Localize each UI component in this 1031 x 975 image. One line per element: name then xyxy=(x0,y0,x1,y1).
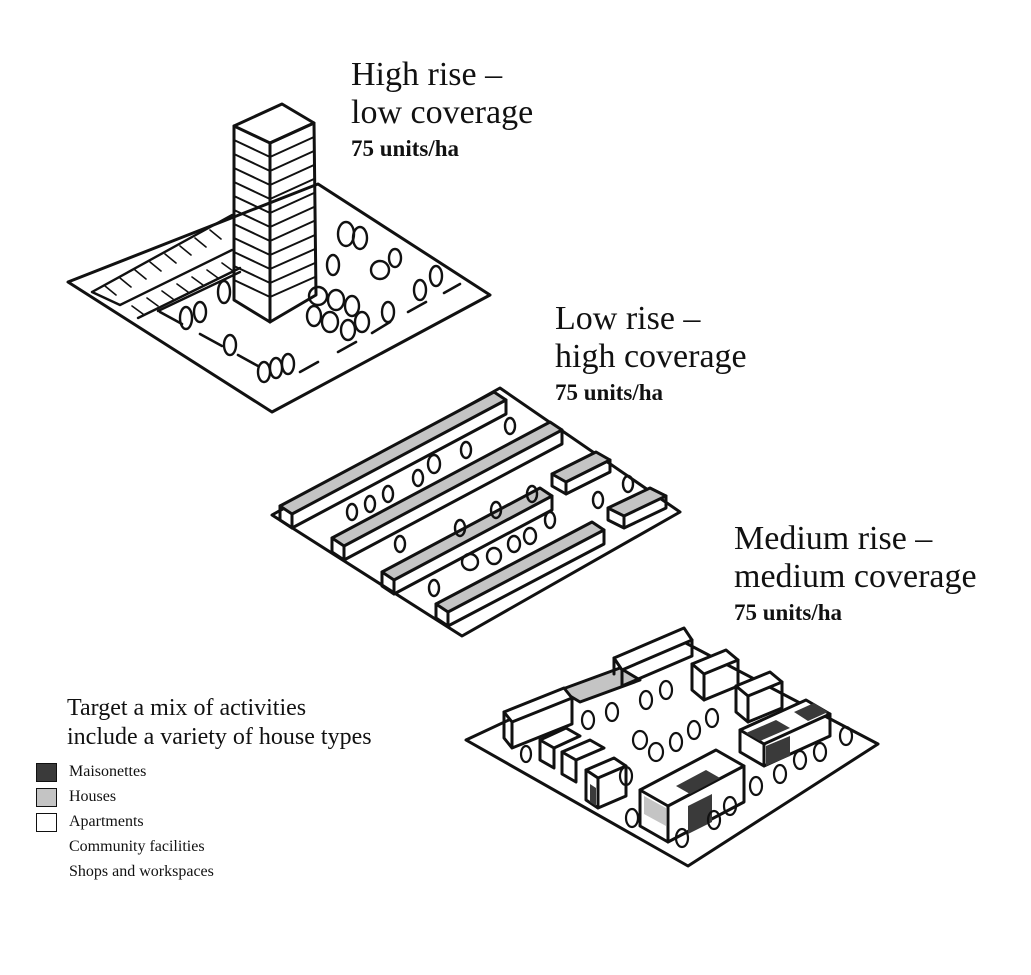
legend-item-shops-workspaces: Shops and workspaces xyxy=(36,860,372,885)
medium-rise-site xyxy=(464,626,880,868)
legend-label: Community facilities xyxy=(69,838,205,856)
swatch-houses xyxy=(36,787,57,807)
legend-label: Shops and workspaces xyxy=(69,863,214,881)
title-line-2: high coverage xyxy=(555,338,747,376)
swatch-empty xyxy=(36,838,57,857)
title-line-2: medium coverage xyxy=(734,558,977,596)
swatch-apartments xyxy=(36,812,57,832)
density-value: 75 units/ha xyxy=(351,136,460,162)
legend-item-community-facilities: Community facilities xyxy=(36,835,372,860)
legend-list: Maisonettes Houses Apartments Community … xyxy=(36,760,372,885)
title-line-2: low coverage xyxy=(351,94,534,132)
title-line-1: High rise – xyxy=(351,56,503,93)
legend-label: Apartments xyxy=(69,813,144,831)
low-rise-site xyxy=(270,386,682,638)
legend-label: Houses xyxy=(69,788,117,806)
label-medium-rise: Medium rise – medium coverage 75 units/h… xyxy=(734,520,977,626)
legend-heading-line-1: Target a mix of activities xyxy=(67,695,307,721)
label-high-rise: High rise – low coverage 75 units/ha xyxy=(351,56,533,162)
density-value: 75 units/ha xyxy=(734,600,843,626)
legend-heading-line-2: include a variety of house types xyxy=(67,723,372,750)
title-line-1: Medium rise – xyxy=(734,520,933,557)
swatch-maisonettes xyxy=(36,762,57,782)
legend-item-apartments: Apartments xyxy=(36,810,372,835)
density-value: 75 units/ha xyxy=(555,380,664,406)
label-low-rise: Low rise – high coverage 75 units/ha xyxy=(555,300,747,406)
legend-item-maisonettes: Maisonettes xyxy=(36,760,372,785)
high-rise-site xyxy=(66,102,492,414)
legend: Target a mix of activities include a var… xyxy=(36,694,372,885)
legend-label: Maisonettes xyxy=(69,763,147,781)
title-line-1: Low rise – xyxy=(555,300,701,337)
legend-item-houses: Houses xyxy=(36,785,372,810)
swatch-empty xyxy=(36,863,57,882)
